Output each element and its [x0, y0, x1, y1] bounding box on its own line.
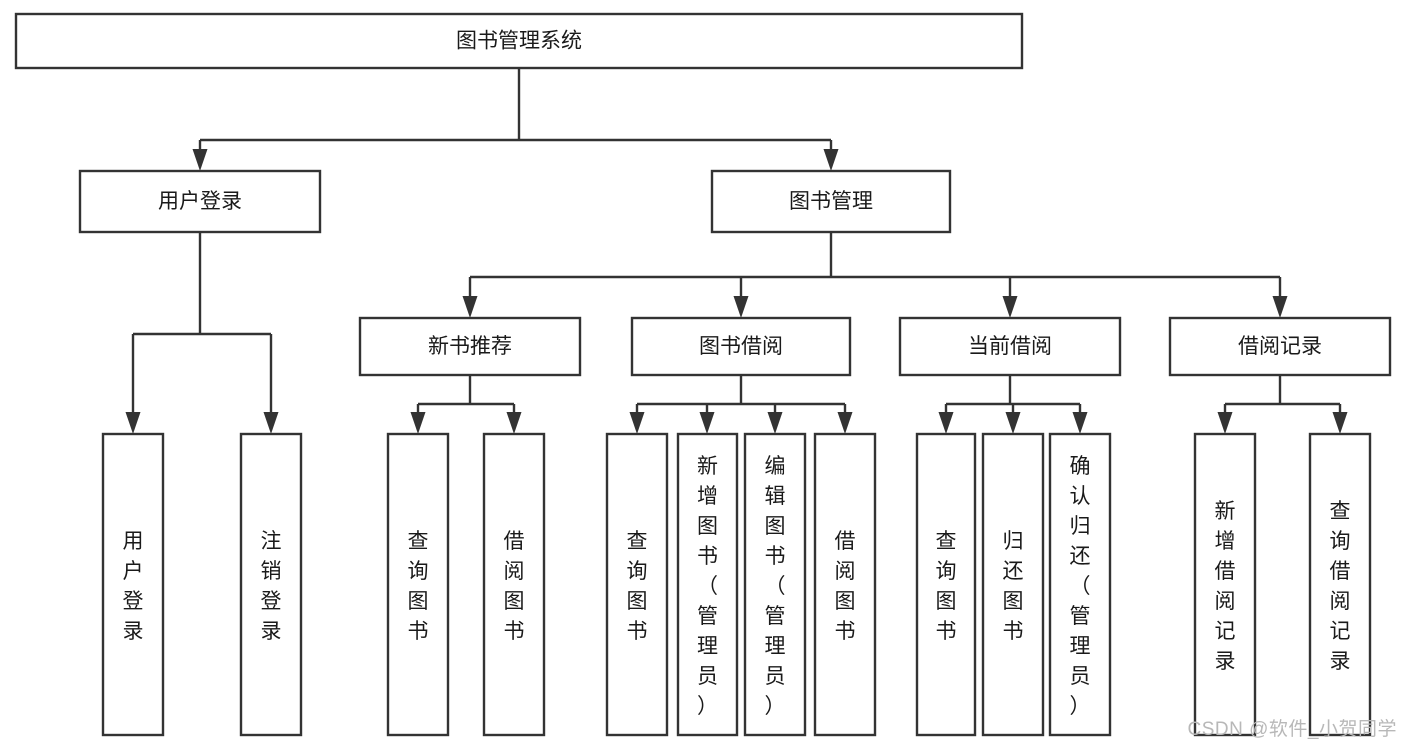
node-label: 归还图书	[1003, 530, 1024, 643]
node-leaf-user-login[interactable]: 用户登录	[101, 432, 165, 737]
node-box	[1168, 316, 1392, 377]
connectors-layer	[125, 68, 1348, 434]
node-leaf-newbook-borrow[interactable]: 借阅图书	[482, 432, 546, 737]
node-newbook[interactable]: 新书推荐	[358, 316, 582, 377]
arrow-head-icon	[462, 296, 478, 318]
arrow-head-icon	[837, 412, 853, 434]
node-label: 借阅图书	[504, 530, 525, 643]
node-box	[605, 432, 669, 737]
arrow-head-icon	[1005, 412, 1021, 434]
arrow-head-icon	[767, 412, 783, 434]
arrow-head-icon	[263, 412, 279, 434]
arrow-head-icon	[1002, 296, 1018, 318]
node-box	[898, 316, 1122, 377]
node-label: 确认归还（管理员）	[1070, 455, 1091, 718]
connector-login	[125, 232, 279, 434]
node-label: 查询图书	[936, 530, 957, 643]
node-root[interactable]: 图书管理系统	[14, 12, 1024, 70]
arrow-head-icon	[699, 412, 715, 434]
node-box	[78, 169, 322, 234]
arrow-head-icon	[1217, 412, 1233, 434]
node-box	[14, 12, 1024, 70]
nodes-layer: 图书管理系统用户登录图书管理新书推荐图书借阅当前借阅借阅记录用户登录注销登录查询…	[14, 12, 1392, 737]
node-box	[743, 432, 807, 737]
node-label: 查询图书	[627, 530, 648, 643]
arrow-head-icon	[1072, 412, 1088, 434]
node-leaf-borrow-edit[interactable]: 编辑图书（管理员）	[743, 432, 807, 737]
node-borrow[interactable]: 图书借阅	[630, 316, 852, 377]
node-box	[981, 432, 1045, 737]
node-box	[239, 432, 303, 737]
arrow-head-icon	[733, 296, 749, 318]
connector-current	[938, 375, 1088, 434]
node-bookmgmt[interactable]: 图书管理	[710, 169, 952, 234]
connector-bookmgmt	[462, 232, 1288, 318]
node-label: 查询借阅记录	[1330, 500, 1351, 673]
node-box	[1193, 432, 1257, 737]
node-leaf-newbook-query[interactable]: 查询图书	[386, 432, 450, 737]
node-label: 图书管理系统	[456, 30, 582, 53]
node-label: 当前借阅	[968, 335, 1052, 358]
node-leaf-current-query[interactable]: 查询图书	[915, 432, 977, 737]
arrow-head-icon	[125, 412, 141, 434]
node-box	[482, 432, 546, 737]
node-records[interactable]: 借阅记录	[1168, 316, 1392, 377]
node-box	[630, 316, 852, 377]
node-box	[358, 316, 582, 377]
connector-borrow	[629, 375, 853, 434]
node-box	[710, 169, 952, 234]
node-box	[1308, 432, 1372, 737]
arrow-head-icon	[1332, 412, 1348, 434]
node-label: 查询图书	[408, 530, 429, 643]
connector-newbook	[410, 375, 522, 434]
connector-root	[192, 68, 839, 171]
node-label: 用户登录	[158, 190, 242, 213]
node-label: 新书推荐	[428, 335, 512, 358]
node-current[interactable]: 当前借阅	[898, 316, 1122, 377]
arrow-head-icon	[823, 149, 839, 171]
arrow-head-icon	[629, 412, 645, 434]
node-leaf-borrow-query[interactable]: 查询图书	[605, 432, 669, 737]
node-label: 编辑图书（管理员）	[765, 455, 786, 718]
connector-records	[1217, 375, 1348, 434]
node-label: 新增借阅记录	[1215, 500, 1236, 673]
node-label: 图书借阅	[699, 335, 783, 358]
node-label: 借阅记录	[1238, 335, 1322, 358]
node-login[interactable]: 用户登录	[78, 169, 322, 234]
node-box	[1048, 432, 1112, 737]
node-box	[101, 432, 165, 737]
node-label: 注销登录	[261, 530, 282, 643]
node-box	[386, 432, 450, 737]
node-leaf-records-add[interactable]: 新增借阅记录	[1193, 432, 1257, 737]
node-box	[813, 432, 877, 737]
arrow-head-icon	[938, 412, 954, 434]
node-box	[915, 432, 977, 737]
node-leaf-borrow-lend[interactable]: 借阅图书	[813, 432, 877, 737]
arrow-head-icon	[192, 149, 208, 171]
node-label: 新增图书（管理员）	[697, 455, 718, 718]
arrow-head-icon	[410, 412, 426, 434]
node-leaf-records-query[interactable]: 查询借阅记录	[1308, 432, 1372, 737]
node-leaf-current-return[interactable]: 归还图书	[981, 432, 1045, 737]
node-leaf-user-logout[interactable]: 注销登录	[239, 432, 303, 737]
node-leaf-borrow-add[interactable]: 新增图书（管理员）	[676, 432, 739, 737]
node-leaf-current-confirm[interactable]: 确认归还（管理员）	[1048, 432, 1112, 737]
node-label: 图书管理	[789, 190, 873, 213]
arrow-head-icon	[1272, 296, 1288, 318]
arrow-head-icon	[506, 412, 522, 434]
node-box	[676, 432, 739, 737]
node-label: 借阅图书	[835, 530, 856, 643]
node-label: 用户登录	[123, 530, 144, 643]
